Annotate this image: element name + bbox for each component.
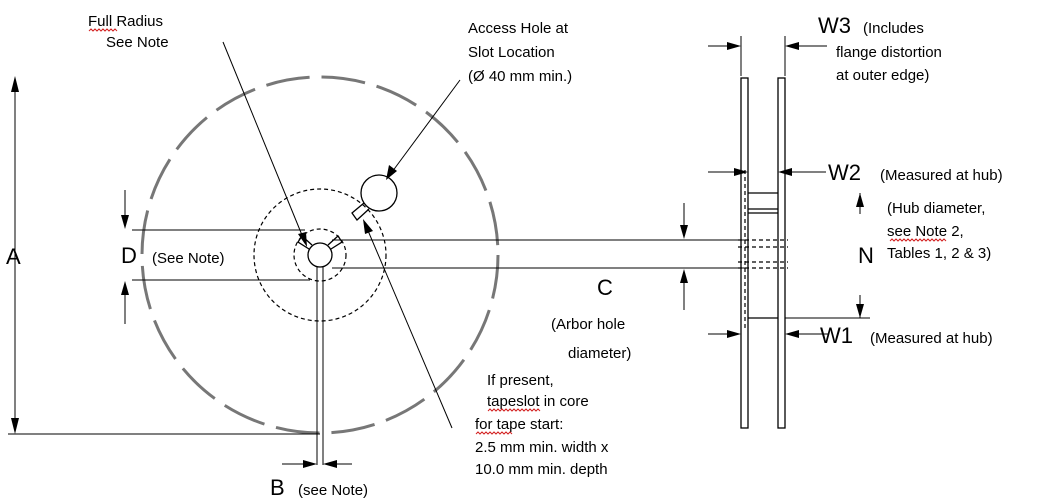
w1-arrow-left [727, 330, 741, 338]
n-arrow-bottom [856, 304, 864, 318]
access-diameter-label: (Ø 40 mm min.) [468, 68, 572, 85]
d-label: D [121, 243, 137, 268]
d-arrow-bottom [121, 281, 129, 295]
w2-note: (Measured at hub) [880, 167, 1003, 184]
c-label: C [597, 275, 613, 300]
spellcheck-underline [88, 28, 118, 32]
arbor-inner-circle [293, 228, 347, 282]
w2-arrow-left [734, 168, 748, 176]
full-radius-arrow [298, 232, 307, 247]
w3-note-1: (Includes [863, 20, 924, 37]
full-radius-leader [222, 41, 305, 241]
a-arrow-bottom [11, 418, 19, 434]
c-arrow-top [680, 225, 688, 239]
w3-arrow-left [727, 42, 741, 50]
arbor-hole [307, 242, 333, 268]
slot-note-4: 2.5 mm min. width x [475, 439, 609, 456]
w2-label: W2 [828, 160, 861, 185]
d-note: (See Note) [152, 250, 225, 267]
see-note-label: See Note [106, 34, 169, 51]
slot-note-2: tapeslot in core [487, 393, 589, 410]
access-hole-leader [391, 79, 461, 173]
d-arrow-top [121, 215, 129, 229]
a-arrow-top [11, 76, 19, 92]
tape-slot-leader [365, 225, 453, 429]
w1-note: (Measured at hub) [870, 330, 993, 347]
spellcheck-underline [475, 431, 513, 435]
w1-arrow-right [785, 330, 799, 338]
arbor-drive-lobe [297, 235, 313, 250]
a-label: A [6, 244, 21, 269]
full-radius-label: Full Radius [88, 13, 163, 30]
slot-note-5: 10.0 mm min. depth [475, 461, 608, 478]
hub-diameter-label-3: Tables 1, 2 & 3) [887, 245, 991, 262]
reel-hub-circle [253, 188, 387, 322]
w3-label: W3 [818, 13, 851, 38]
w3-arrow-right [785, 42, 799, 50]
arbor-drive-lobe [327, 235, 343, 250]
n-arrow-top [856, 193, 864, 207]
reel-outer-rim [140, 75, 500, 435]
slot-note-3: for tape start: [475, 416, 563, 433]
n-label: N [858, 243, 874, 268]
access-hole [360, 174, 398, 212]
spellcheck-underline [889, 238, 947, 242]
c-arrow-bottom [680, 269, 688, 283]
access-hole-arrow [386, 165, 397, 180]
b-label: B [270, 475, 285, 500]
left-flange [740, 77, 749, 429]
access-hole-slot [351, 202, 370, 221]
slot-note-1: If present, [487, 372, 554, 389]
w3-note-3: at outer edge) [836, 67, 929, 84]
arbor-hole-label-1: (Arbor hole [551, 316, 625, 333]
slot-location-label: Slot Location [468, 44, 555, 61]
hub-diameter-label-1: (Hub diameter, [887, 200, 985, 217]
tape-slot-arrow [363, 219, 373, 234]
b-arrow-right [323, 460, 337, 468]
right-flange [777, 77, 786, 429]
w1-label: W1 [820, 323, 853, 348]
w2-arrow-right [778, 168, 792, 176]
arbor-hole-label-2: diameter) [568, 345, 631, 362]
spellcheck-underline [487, 408, 541, 412]
b-arrow-left [303, 460, 317, 468]
w3-note-2: flange distortion [836, 44, 942, 61]
b-note: (see Note) [298, 482, 368, 499]
hub-diameter-label-2: see Note 2, [887, 223, 964, 240]
access-hole-label: Access Hole at [468, 20, 569, 37]
